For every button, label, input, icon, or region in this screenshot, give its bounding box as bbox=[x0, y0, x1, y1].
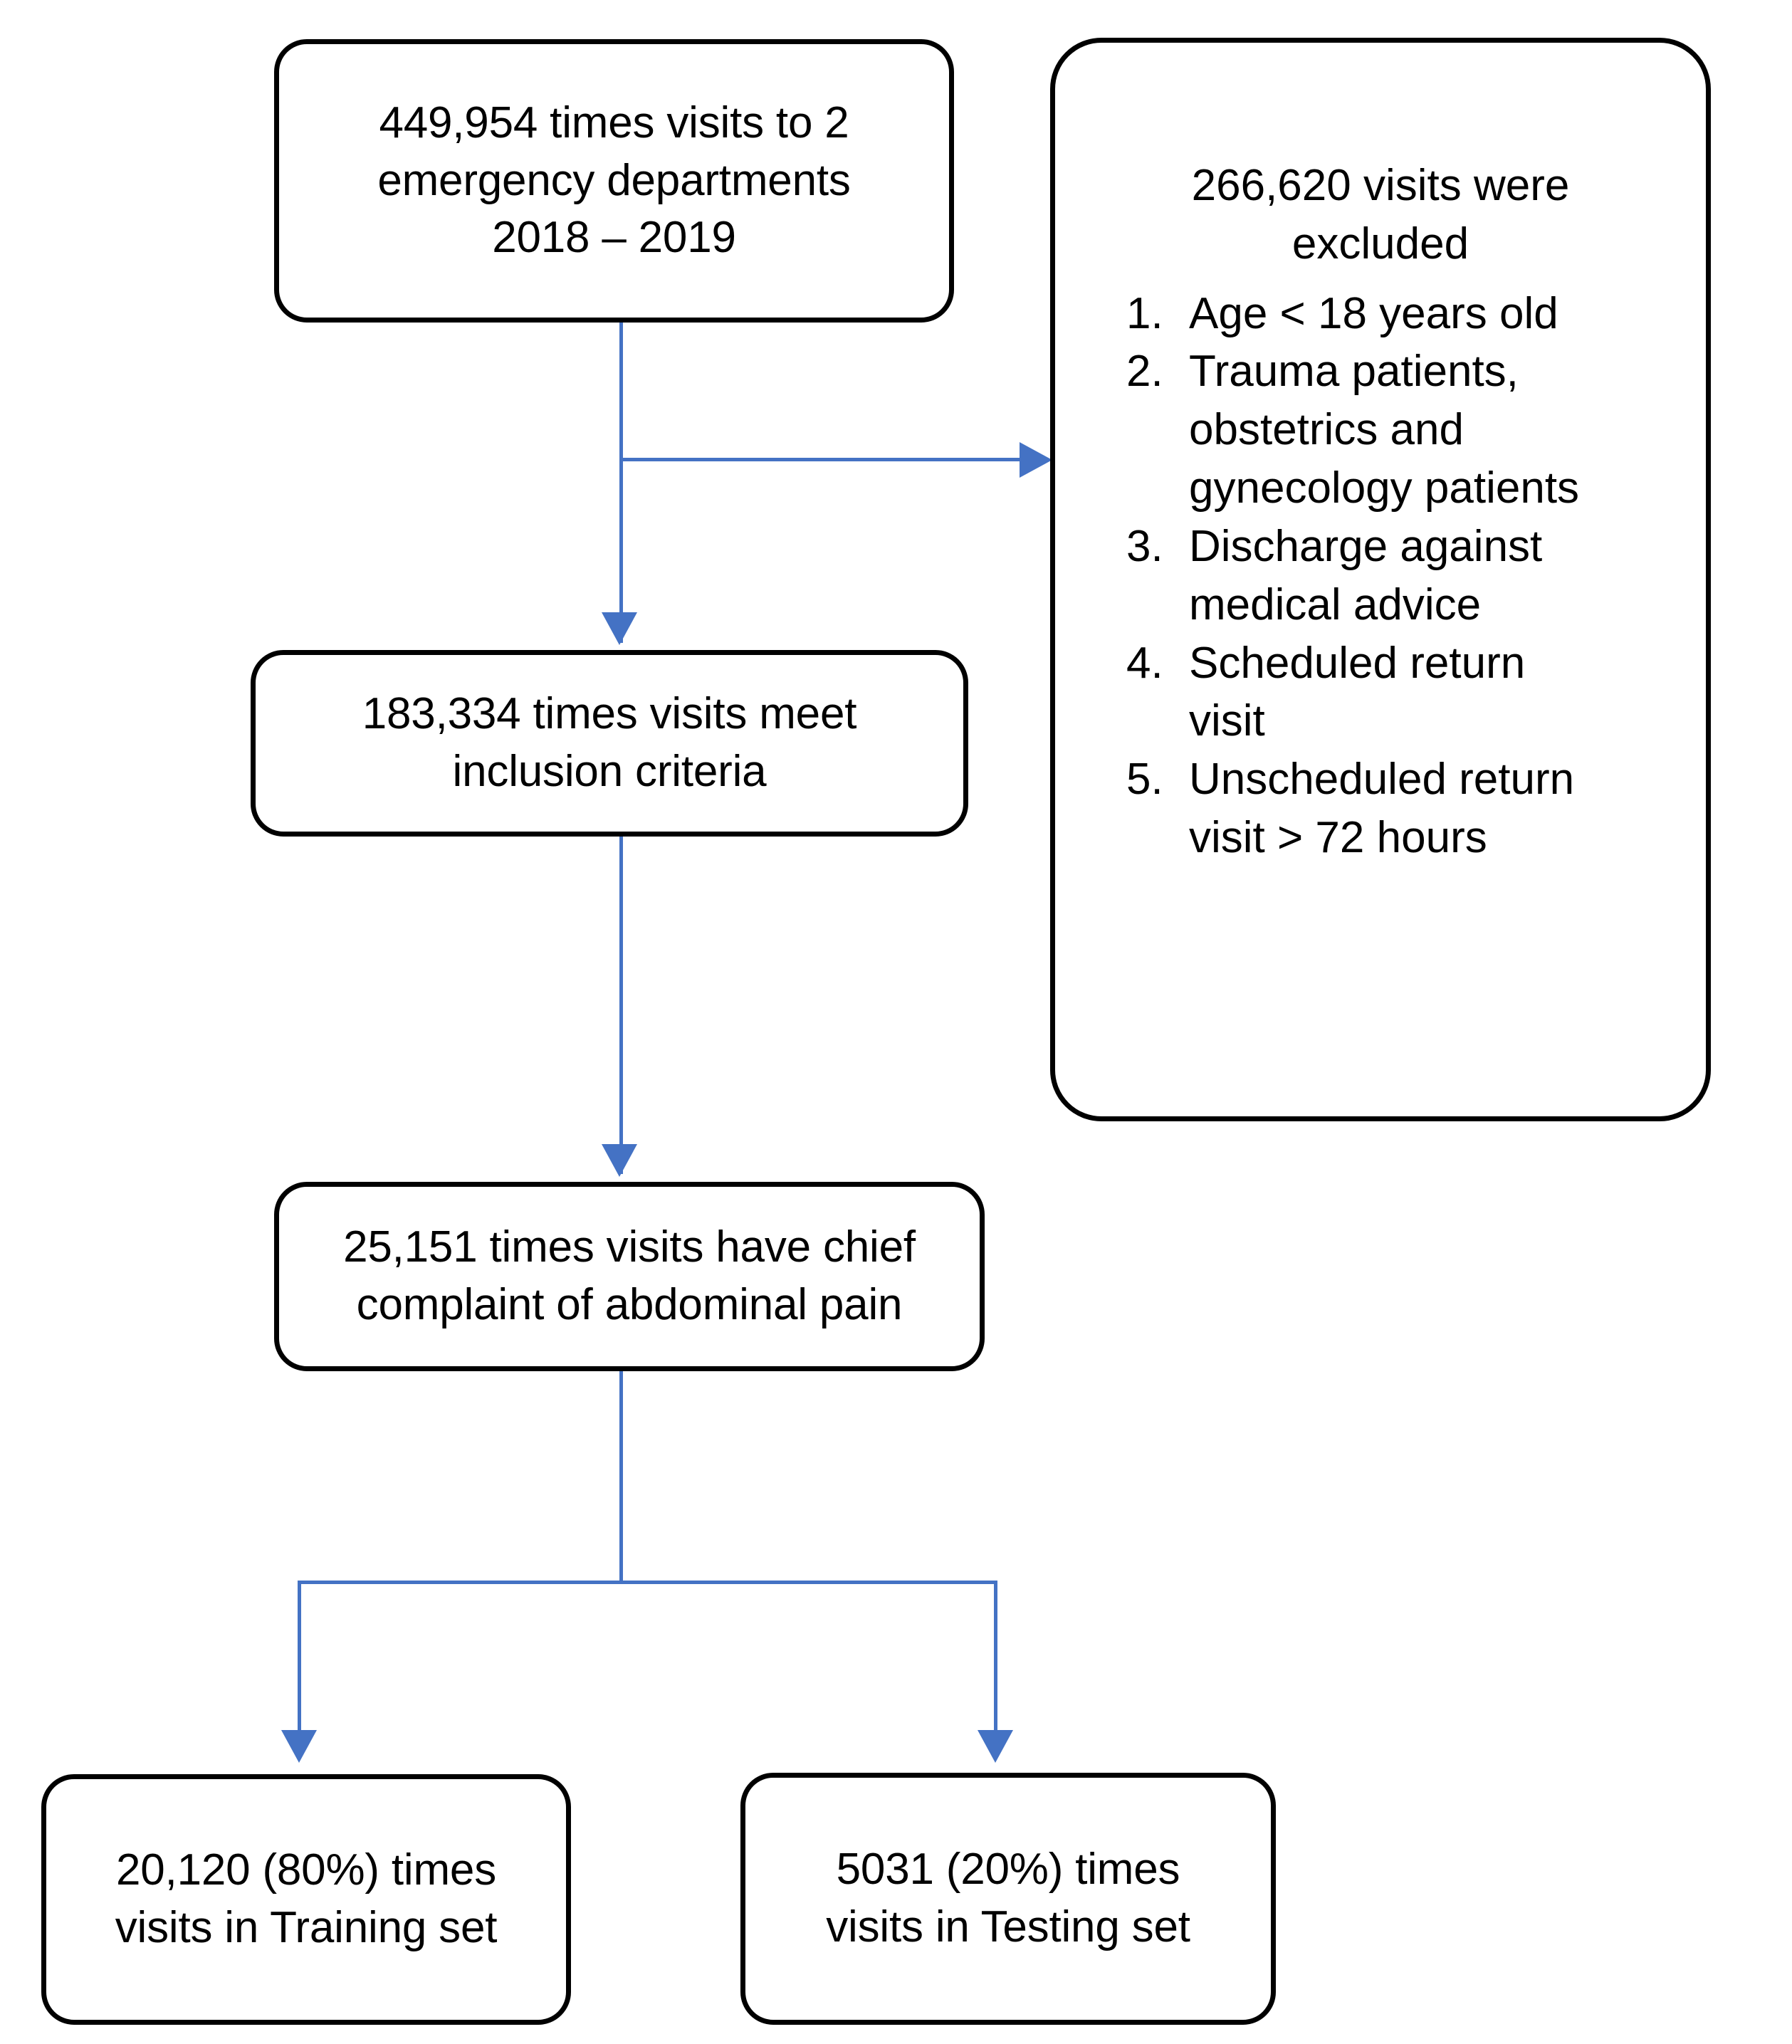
arrowhead-to-complaint-icon bbox=[602, 1144, 637, 1177]
criterion-text: Unscheduled return visit > 72 hours bbox=[1189, 755, 1575, 863]
arrowhead-to-included-icon bbox=[602, 612, 637, 645]
arrowhead-to-training-icon bbox=[281, 1730, 317, 1763]
node-abdominal-pain-visits: 25,151 times visits have chief complaint… bbox=[274, 1182, 985, 1371]
criterion-text: Trauma patients, obstetrics and gynecolo… bbox=[1189, 347, 1580, 513]
connector-split-to-testing bbox=[994, 1581, 997, 1731]
exclusion-criterion-4: 4. Scheduled return visit bbox=[1092, 634, 1669, 751]
node-training-set-label: 20,120 (80%) times visits in Training se… bbox=[115, 1845, 498, 1952]
criterion-text: Discharge against medical advice bbox=[1189, 521, 1543, 629]
exclusion-criterion-3: 3. Discharge against medical advice bbox=[1092, 518, 1669, 634]
node-total-visits-label: 449,954 times visits to 2 emergency depa… bbox=[377, 98, 851, 263]
node-included-visits-label: 183,334 times visits meet inclusion crit… bbox=[362, 689, 857, 796]
exclusion-criterion-5: 5. Unscheduled return visit > 72 hours bbox=[1092, 750, 1669, 867]
criterion-number: 4. bbox=[1126, 638, 1163, 688]
criterion-number: 2. bbox=[1126, 347, 1163, 397]
exclusion-criteria-list: 1. Age < 18 years old 2. Trauma patients… bbox=[1092, 285, 1669, 867]
exclusion-criterion-1: 1. Age < 18 years old bbox=[1092, 285, 1669, 343]
node-training-set: 20,120 (80%) times visits in Training se… bbox=[41, 1774, 571, 2025]
connector-complaint-to-split bbox=[619, 1371, 623, 1583]
node-total-visits: 449,954 times visits to 2 emergency depa… bbox=[274, 39, 954, 323]
connector-total-to-excluded bbox=[619, 458, 1025, 461]
exclusion-criterion-2: 2. Trauma patients, obstetrics and gynec… bbox=[1092, 342, 1669, 517]
connector-included-to-complaint bbox=[619, 837, 623, 1174]
node-testing-set-label: 5031 (20%) times visits in Testing set bbox=[826, 1845, 1190, 1951]
node-excluded-visits: 266,620 visits were excluded 1. Age < 18… bbox=[1050, 38, 1711, 1121]
criterion-number: 3. bbox=[1126, 521, 1163, 571]
criterion-number: 5. bbox=[1126, 755, 1163, 805]
criterion-text: Scheduled return visit bbox=[1189, 638, 1526, 746]
node-abdominal-pain-visits-label: 25,151 times visits have chief complaint… bbox=[343, 1222, 916, 1329]
arrowhead-to-excluded-icon bbox=[1020, 442, 1052, 478]
connector-split-horizontal bbox=[298, 1581, 997, 1584]
connector-split-to-training bbox=[298, 1581, 301, 1731]
arrowhead-to-testing-icon bbox=[978, 1730, 1013, 1763]
criterion-text: Age < 18 years old bbox=[1189, 288, 1558, 338]
node-included-visits: 183,334 times visits meet inclusion crit… bbox=[251, 650, 968, 837]
excluded-content: 266,620 visits were excluded 1. Age < 18… bbox=[1055, 43, 1706, 867]
node-testing-set: 5031 (20%) times visits in Testing set bbox=[740, 1773, 1276, 2025]
criterion-number: 1. bbox=[1126, 288, 1163, 338]
connector-total-to-included bbox=[619, 323, 623, 643]
excluded-heading: 266,620 visits were excluded bbox=[1191, 161, 1570, 268]
